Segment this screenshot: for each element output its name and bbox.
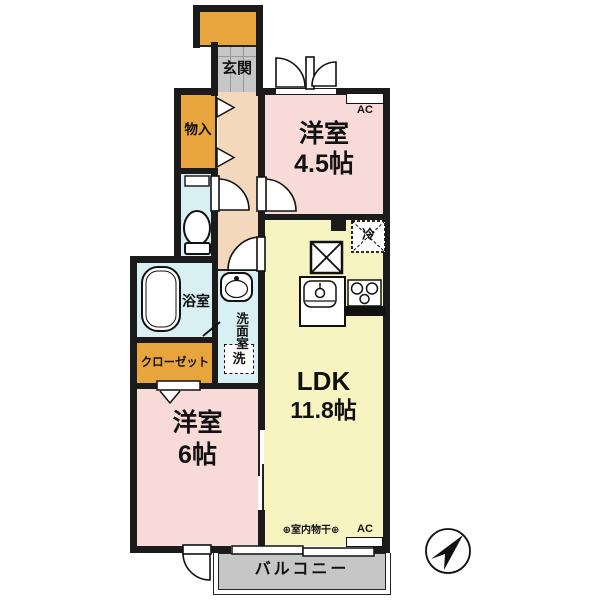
entrance-label: 玄関 [221,60,252,77]
wall [258,268,265,430]
balcony-label: バルコニー [254,561,350,578]
wall [211,172,218,178]
wall [258,214,390,220]
wall [258,88,265,178]
hallway-area [218,92,258,270]
room45-size: 4.5帖 [294,150,354,178]
wall [373,546,390,553]
wall [174,88,218,95]
wall-stub [331,220,346,231]
entrance-tile-line [218,56,256,57]
toilet-area [181,174,211,256]
entrance-step-line [200,45,256,47]
wall [130,546,183,553]
washer-label: 洗 [232,351,246,366]
balcony-rail [213,553,391,595]
room45-name: 洋室 [298,120,349,148]
ac-top-label: AC [357,104,373,116]
washer-box [224,344,254,374]
ldk-name: LDK [296,366,351,396]
wall [130,256,137,553]
closet-area [137,343,212,383]
entrance-tile-line [230,47,231,92]
wall [174,88,181,262]
ac-bottom-label: AC [357,523,373,535]
wall [211,546,231,553]
hall-washroom-divider [218,269,258,271]
bathroom-label: 浴室 [182,293,210,309]
wall [130,383,158,389]
sliding-door-leaf [262,464,264,510]
washroom-label: 洗面室 [234,312,248,350]
ldk-area [264,220,383,546]
ldk-size: 11.8帖 [290,397,357,423]
wall [258,510,265,553]
room6-name: 洋室 [172,409,223,437]
porch-area [200,12,256,45]
wall [193,5,200,48]
sliding-door-leaf [258,430,260,476]
entrance-area [218,47,256,92]
wall [193,5,263,12]
wall [199,383,264,389]
room6-size: 6帖 [178,441,217,469]
room6-door [182,544,212,581]
wall [130,256,218,263]
wall [212,343,218,389]
ac-unit-bottom [346,537,383,547]
ac-unit-top [346,93,384,104]
wall [130,337,218,343]
wall [212,263,218,343]
entrance-tile-line [243,47,244,92]
wall [256,5,263,96]
wall [174,168,218,174]
western-room-6-area [137,389,258,546]
wall [211,42,218,96]
wall [258,210,265,237]
north-arrow-icon [425,528,471,574]
wall [211,210,218,263]
storage-label: 物入 [184,122,212,137]
storage-area [181,95,215,168]
closet-label: クローゼット [140,355,210,369]
indoor-drying-label: ⊕室内物干⊕ [282,525,340,536]
storage-door-track [215,96,217,172]
refrigerator-label: 冷 [361,227,375,242]
wall [383,88,390,553]
